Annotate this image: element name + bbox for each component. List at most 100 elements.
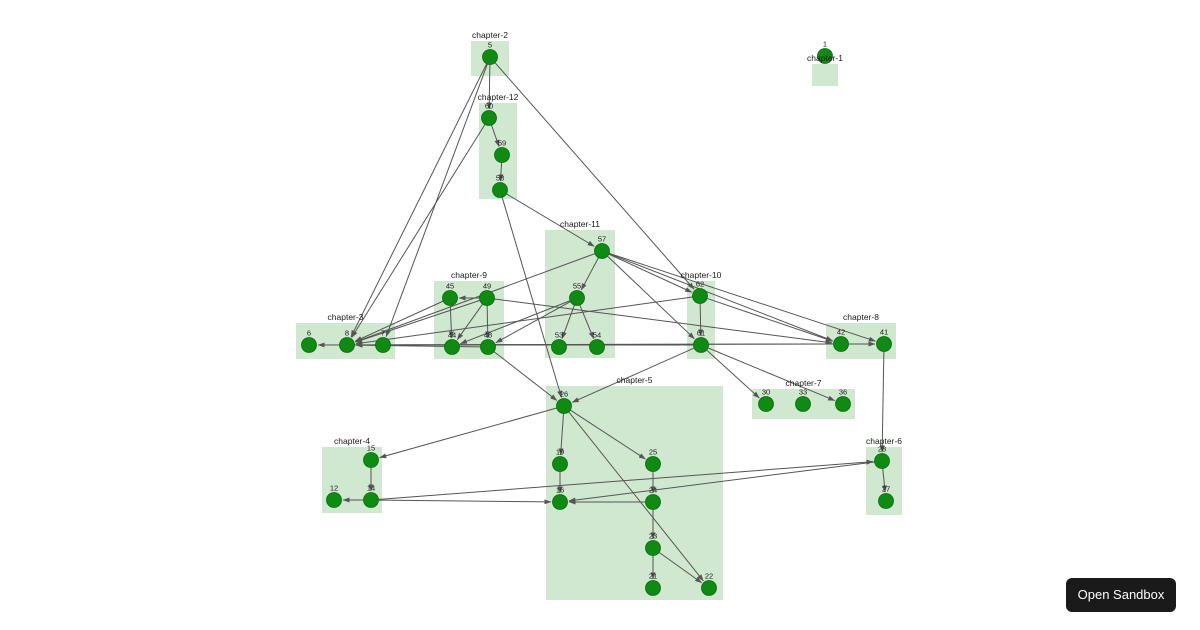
graph-edge [495, 301, 571, 344]
graph-node-label-45: 45 [446, 282, 454, 291]
graph-node-label-53: 53 [555, 331, 563, 340]
graph-node-22[interactable] [701, 580, 717, 596]
graph-edge [494, 298, 833, 345]
graph-edge [385, 63, 488, 337]
graph-edge [608, 252, 876, 342]
graph-node-53[interactable] [551, 339, 567, 355]
cluster-label-chapter-8: chapter-8 [843, 312, 879, 322]
graph-edge [658, 551, 703, 584]
graph-edge [881, 468, 887, 493]
cluster-box-chapter-1 [812, 64, 838, 86]
graph-node-61[interactable] [693, 337, 709, 353]
graph-edge [879, 351, 885, 453]
graph-node-label-62: 62 [696, 280, 704, 289]
graph-node-label-28: 28 [878, 445, 886, 454]
open-sandbox-button[interactable]: Open Sandbox [1066, 578, 1176, 612]
graph-node-58[interactable] [492, 182, 508, 198]
graph-node-21[interactable] [645, 580, 661, 596]
graph-node-label-60: 60 [485, 102, 493, 111]
graph-node-6[interactable] [301, 337, 317, 353]
graph-node-label-23: 23 [649, 532, 657, 541]
graph-node-12[interactable] [326, 492, 342, 508]
graph-node-57[interactable] [594, 243, 610, 259]
graph-node-label-48: 48 [484, 331, 492, 340]
graph-node-19[interactable] [552, 456, 568, 472]
graph-edge [448, 305, 454, 339]
graph-node-60[interactable] [481, 110, 497, 126]
graph-node-8[interactable] [339, 337, 355, 353]
graph-node-15[interactable] [363, 452, 379, 468]
graph-edge [351, 124, 486, 338]
graph-node-25[interactable] [645, 456, 661, 472]
graph-node-55[interactable] [569, 290, 585, 306]
graph-node-label-26: 26 [560, 390, 568, 399]
graph-node-36[interactable] [835, 396, 851, 412]
graph-edge [506, 193, 595, 247]
graph-edge [570, 409, 646, 460]
cluster-label-chapter-1: chapter-1 [807, 53, 843, 63]
graph-edge [355, 299, 481, 343]
graph-node-30[interactable] [758, 396, 774, 412]
cluster-label-chapter-10: chapter-10 [681, 270, 722, 280]
graph-edge [561, 304, 575, 339]
graph-node-label-36: 36 [839, 388, 847, 397]
graph-node-label-24: 24 [649, 486, 657, 495]
graph-node-42[interactable] [833, 336, 849, 352]
cluster-label-chapter-6: chapter-6 [866, 436, 902, 446]
graph-edge [378, 459, 874, 500]
cluster-label-chapter-7: chapter-7 [786, 378, 822, 388]
graph-node-44[interactable] [444, 339, 460, 355]
graph-node-label-54: 54 [593, 331, 601, 340]
graph-node-label-6: 6 [307, 329, 311, 338]
graph-edge [707, 347, 836, 402]
graph-node-33[interactable] [795, 396, 811, 412]
graph-node-23[interactable] [645, 540, 661, 556]
graph-node-27[interactable] [878, 493, 894, 509]
graph-node-1[interactable] [817, 48, 833, 64]
graph-node-54[interactable] [589, 339, 605, 355]
graph-edge [485, 305, 491, 339]
graph-edge [568, 411, 704, 582]
graph-node-label-22: 22 [705, 572, 713, 581]
graph-edge [608, 253, 693, 293]
graph-node-45[interactable] [442, 290, 458, 306]
graph-node-48[interactable] [480, 339, 496, 355]
graph-node-14[interactable] [363, 492, 379, 508]
graph-edge [379, 407, 557, 459]
graph-node-26[interactable] [556, 398, 572, 414]
graph-node-label-59: 59 [498, 139, 506, 148]
graph-node-label-44: 44 [448, 331, 456, 340]
graph-node-24[interactable] [645, 494, 661, 510]
graph-edge [350, 63, 488, 338]
graph-edge [706, 297, 833, 342]
graph-edge [493, 351, 558, 401]
graph-edge [494, 62, 695, 290]
graph-node-label-57: 57 [598, 235, 606, 244]
graph-node-label-12: 12 [330, 484, 338, 493]
graph-edge [571, 347, 695, 403]
graph-edge [498, 162, 504, 182]
cluster-label-chapter-9: chapter-9 [451, 270, 487, 280]
graph-edge [568, 461, 875, 503]
graph-node-7[interactable] [375, 337, 391, 353]
graph-edge [355, 296, 693, 346]
graph-node-5[interactable] [482, 49, 498, 65]
graph-node-49[interactable] [479, 290, 495, 306]
graph-edge [580, 257, 599, 291]
graph-node-62[interactable] [692, 288, 708, 304]
graph-node-label-30: 30 [762, 388, 770, 397]
graph-node-label-49: 49 [483, 282, 491, 291]
graph-node-41[interactable] [876, 336, 892, 352]
graph-node-label-19: 19 [556, 448, 564, 457]
graph-node-label-41: 41 [880, 328, 888, 337]
graph-edge [456, 303, 484, 341]
graph-node-label-15: 15 [367, 444, 375, 453]
graph-node-16[interactable] [552, 494, 568, 510]
cluster-labels-layer: chapter-1chapter-2chapter-12chapter-11ch… [328, 30, 903, 446]
graph-node-59[interactable] [494, 147, 510, 163]
graph-node-label-16: 16 [556, 486, 564, 495]
graph-node-28[interactable] [874, 453, 890, 469]
graph-node-label-8: 8 [345, 329, 349, 338]
